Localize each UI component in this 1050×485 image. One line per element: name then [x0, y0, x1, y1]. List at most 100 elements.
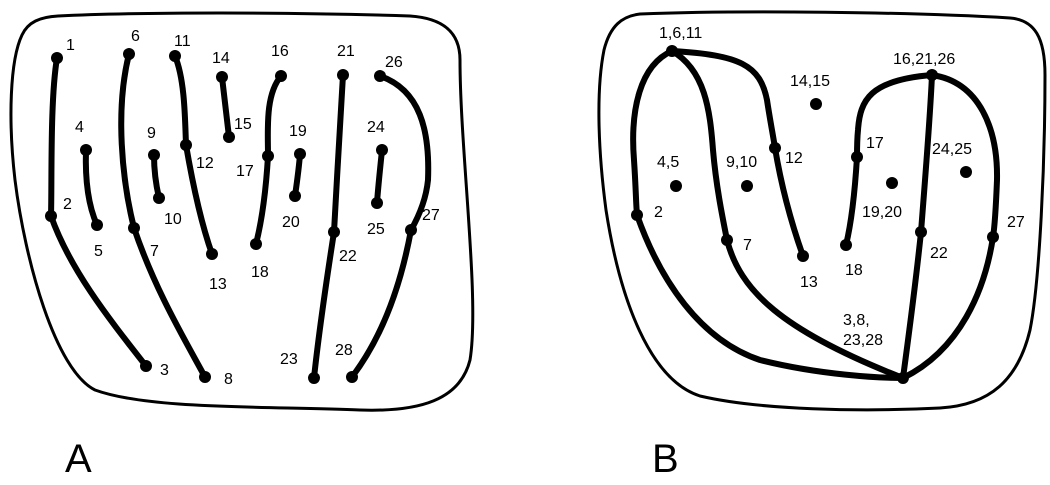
point-label-b-27: 27: [1007, 214, 1025, 231]
point-label-b-13: 13: [800, 274, 818, 291]
panel-b: [597, 10, 1047, 412]
point-label-b-12: 12: [785, 150, 803, 167]
point-label-b-2: 2: [654, 204, 663, 221]
point-label-a-5: 5: [94, 243, 103, 260]
curve-b-inner-left: [669, 48, 906, 381]
point-marker-b-12: [769, 142, 781, 154]
curve-24-25: [374, 147, 385, 206]
curve-19-20: [292, 151, 303, 199]
point-marker-b-14-15: [810, 98, 822, 110]
point-marker-a-6: [123, 48, 135, 60]
point-marker-b-13: [797, 250, 809, 262]
point-label-a-3: 3: [160, 362, 169, 379]
point-marker-a-4: [80, 144, 92, 156]
curve-26-27-28: [349, 73, 432, 380]
curve-b-22: [900, 72, 935, 381]
curve-b-17-18: [843, 72, 935, 248]
point-marker-b-9-10: [741, 180, 753, 192]
point-label-a-4: 4: [75, 119, 84, 136]
point-marker-b-27: [987, 231, 999, 243]
point-label-a-14: 14: [212, 50, 230, 67]
point-marker-a-18: [250, 238, 262, 250]
curve-9-10: [151, 152, 162, 201]
point-marker-a-16: [275, 70, 287, 82]
point-label-line-b-3-8-23-28-0: 3,8,: [843, 312, 870, 329]
point-marker-a-26: [374, 70, 386, 82]
point-marker-a-22: [328, 226, 340, 238]
point-label-a-2: 2: [63, 196, 72, 213]
point-label-a-22: 22: [339, 248, 357, 265]
point-marker-b-24-25: [960, 166, 972, 178]
point-label-a-7: 7: [150, 243, 159, 260]
point-label-a-25: 25: [367, 221, 385, 238]
point-marker-b-3-8-23-28: [897, 372, 909, 384]
point-label-a-26: 26: [385, 54, 403, 71]
point-marker-a-10: [153, 192, 165, 204]
point-marker-a-17: [262, 150, 274, 162]
point-label-a-1: 1: [66, 37, 75, 54]
point-marker-a-14: [216, 71, 228, 83]
point-label-a-21: 21: [337, 43, 355, 60]
point-label-a-10: 10: [164, 211, 182, 228]
point-marker-a-20: [289, 190, 301, 202]
point-marker-b-16-21-26: [926, 69, 938, 81]
point-marker-a-23: [308, 372, 320, 384]
point-markers: [45, 45, 999, 384]
panel-b-outline: [597, 10, 1047, 412]
point-label-a-13: 13: [209, 276, 227, 293]
point-marker-b-19-20: [886, 177, 898, 189]
point-label-a-11: 11: [174, 33, 191, 50]
point-marker-b-1-6-11: [666, 45, 678, 57]
panel-letter-b: B: [652, 437, 679, 480]
curve-4-5: [82, 147, 100, 228]
point-marker-b-2: [631, 209, 643, 221]
point-label-b-22: 22: [930, 245, 948, 262]
curve-b-27: [900, 72, 1001, 381]
point-label-a-17: 17: [236, 163, 254, 180]
point-label-a-15: 15: [234, 116, 252, 133]
point-label-a-23: 23: [280, 351, 298, 368]
point-marker-a-28: [346, 371, 358, 383]
point-label-a-28: 28: [335, 342, 353, 359]
point-label-a-19: 19: [289, 123, 307, 140]
point-label-b-18: 18: [845, 262, 863, 279]
point-marker-b-7: [721, 234, 733, 246]
point-label-a-27: 27: [422, 207, 440, 224]
point-marker-b-17: [851, 151, 863, 163]
point-marker-a-1: [51, 52, 63, 64]
point-label-b-4-5: 4,5: [657, 154, 679, 171]
point-label-a-18: 18: [251, 264, 269, 281]
point-marker-a-27: [405, 224, 417, 236]
point-marker-a-15: [223, 131, 235, 143]
point-marker-a-24: [376, 144, 388, 156]
point-label-a-24: 24: [367, 119, 385, 136]
point-marker-a-5: [91, 219, 103, 231]
point-label-b-16-21-26: 16,21,26: [893, 51, 955, 68]
point-marker-a-25: [371, 197, 383, 209]
point-marker-a-9: [148, 149, 160, 161]
point-label-line-b-3-8-23-28-1: 23,28: [843, 332, 883, 349]
curve-14-15: [219, 74, 232, 140]
point-label-a-20: 20: [282, 214, 300, 231]
point-marker-a-3: [140, 360, 152, 372]
curve-b-12-13: [669, 48, 806, 259]
point-marker-a-12: [180, 139, 192, 151]
point-marker-a-2: [45, 210, 57, 222]
point-label-b-14-15: 14,15: [790, 73, 830, 90]
point-label-b-9-10: 9,10: [726, 154, 757, 171]
panel-a-outline: [9, 11, 475, 412]
point-label-a-16: 16: [271, 43, 289, 60]
point-label-a-12: 12: [196, 155, 214, 172]
point-marker-b-22: [915, 226, 927, 238]
point-label-b-24-25: 24,25: [932, 141, 972, 158]
point-marker-a-11: [169, 50, 181, 62]
point-marker-a-19: [294, 148, 306, 160]
point-marker-a-13: [206, 248, 218, 260]
panel-letter-a: A: [65, 437, 92, 480]
point-marker-b-18: [840, 239, 852, 251]
point-label-b-3-8-23-28: 3,8, 23,28: [843, 312, 883, 349]
point-marker-a-7: [128, 222, 140, 234]
curve-b-outer-left: [630, 48, 906, 381]
